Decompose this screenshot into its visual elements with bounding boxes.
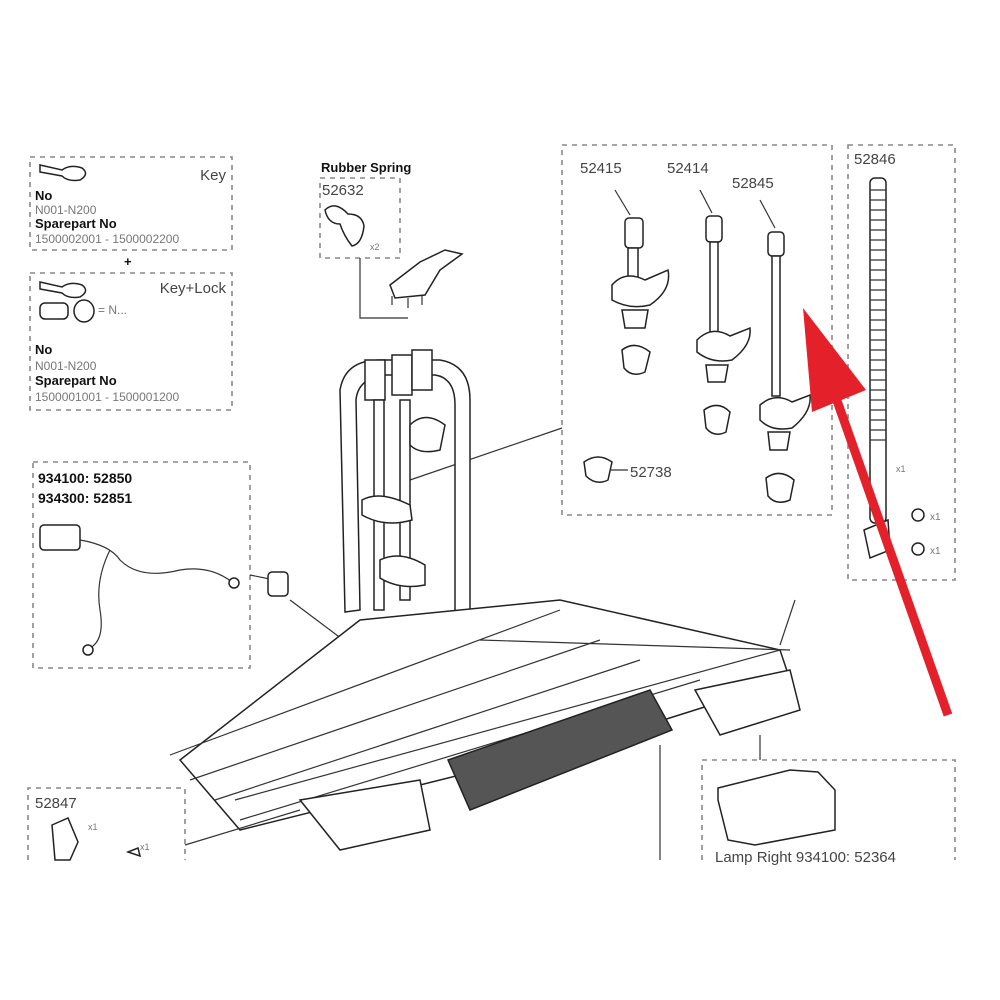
arm-long-icon — [759, 199, 811, 503]
arm-part-3: 52845 — [732, 175, 774, 192]
rubber-spring-box: Rubber Spring 52632 x2 — [319, 160, 464, 319]
nut-icon — [911, 508, 925, 522]
bike-carrier-icon — [169, 349, 801, 860]
arm-part-2: 52414 — [667, 160, 709, 177]
rubber-spring-part: 52632 — [322, 182, 364, 199]
nut-qty: x1 — [930, 512, 941, 523]
lamp-icon — [717, 769, 836, 846]
plus-sign: + — [124, 254, 132, 269]
pad-part: 52738 — [630, 464, 672, 481]
arm-part-1: 52415 — [580, 160, 622, 177]
key-icon — [39, 281, 87, 299]
lock-equals: = N... — [98, 303, 127, 317]
pad-icon — [583, 456, 613, 483]
arm-short-icon — [611, 189, 670, 375]
screw-icon — [125, 846, 142, 858]
bracket-icon — [51, 817, 79, 861]
cable-part-1: 934100: 52850 — [38, 470, 132, 486]
key-no-label: No — [35, 188, 52, 203]
arms-box: 52415 52414 52845 52738 — [409, 144, 833, 516]
rubber-spring-icon — [324, 205, 365, 247]
key-box: Key No N001-N200 Sparepart No 1500002001… — [29, 156, 233, 251]
washer-icon — [911, 542, 925, 556]
cable-harness-icon — [39, 524, 240, 656]
key-lock-no-value: N001-N200 — [35, 359, 97, 373]
lamp-label: Lamp Right 934100: 52364 — [715, 849, 896, 866]
key-title: Key — [200, 167, 226, 184]
rubber-spring-title: Rubber Spring — [321, 160, 411, 175]
key-lock-no-label: No — [35, 342, 52, 357]
cable-box: 934100: 52850 934300: 52851 — [32, 461, 351, 669]
bracket-box: 52847 x1 x1 — [27, 787, 186, 861]
screw-qty: x1 — [140, 842, 150, 852]
rubber-spring-qty: x2 — [370, 242, 380, 252]
bracket-part: 52847 — [35, 795, 77, 812]
key-no-value: N001-N200 — [35, 203, 97, 217]
connector-icon — [267, 571, 289, 597]
key-sparepart-label: Sparepart No — [35, 216, 117, 231]
red-arrow-icon — [803, 308, 953, 717]
bolt-part: 52846 — [854, 151, 896, 168]
key-sparepart-value: 1500002001 - 1500002200 — [35, 232, 179, 246]
bolt-box: 52846 x1 x1 x1 — [847, 144, 956, 581]
key-icon — [39, 164, 87, 182]
bracket-qty: x1 — [88, 822, 98, 832]
clamp-icon — [389, 249, 464, 299]
key-lock-sparepart-value: 1500001001 - 1500001200 — [35, 390, 179, 404]
lamp-box: Lamp Right 934100: 52364 — [701, 759, 956, 866]
key-lock-sparepart-label: Sparepart No — [35, 373, 117, 388]
cable-part-2: 934300: 52851 — [38, 490, 132, 506]
washer-qty: x1 — [930, 546, 941, 557]
key-lock-box: Key+Lock = N... No N001-N200 Sparepart N… — [29, 272, 233, 411]
key-lock-title: Key+Lock — [160, 280, 227, 297]
bolt-qty: x1 — [896, 464, 906, 474]
arm-medium-icon — [696, 189, 751, 435]
lock-cylinder-icon — [39, 299, 95, 323]
